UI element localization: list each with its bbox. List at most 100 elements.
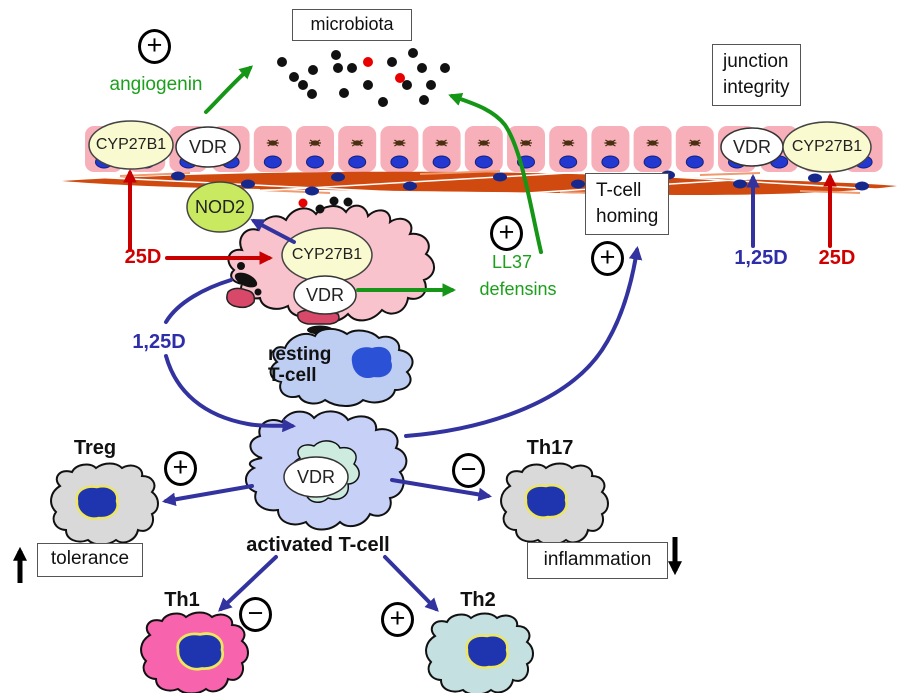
bacteria-icon [310, 140, 320, 146]
epithelial-cell [549, 126, 588, 172]
epithelial-nucleus [685, 155, 704, 169]
epithelial-cell [380, 126, 419, 172]
microbe-dot [347, 63, 357, 73]
microbe-dot [440, 63, 450, 73]
nod2-label: NOD2 [194, 197, 246, 217]
epithelial-nucleus [643, 155, 662, 169]
arrow-angiogenin-to-microbiota [204, 65, 254, 114]
th2-label: Th2 [460, 589, 496, 611]
ll37-label: LL37 [491, 252, 533, 272]
arrow-to-th1 [218, 555, 278, 612]
microbe-dot [289, 72, 299, 82]
th17-label: Th17 [526, 437, 574, 459]
resting-line2: T-cell [268, 365, 317, 386]
arrow-to-th17 [390, 478, 493, 502]
plus-sign-homing: + [591, 241, 624, 276]
homing-line: homing [596, 206, 659, 227]
microbe-dot [387, 57, 397, 67]
bacteria-icon [690, 140, 699, 146]
cyp27b1-ellipse-right [782, 121, 872, 173]
cyp27b1-dendritic-label: CYP27B1 [291, 246, 363, 263]
125d-right-label: 1,25D [734, 247, 788, 269]
125d-left-label: 1,25D [132, 331, 186, 353]
microbe-dot [277, 57, 287, 67]
vdr-ellipse-activated [283, 456, 349, 498]
microbe-dot [426, 80, 436, 90]
epithelial-nucleus [474, 155, 493, 169]
microbe-dot [343, 197, 353, 207]
activated-tcell [245, 410, 408, 531]
bacteria-icon [479, 140, 488, 146]
vdr-ellipse-dendritic [293, 275, 357, 315]
epithelial-cell [675, 126, 714, 172]
defensins-label: defensins [479, 279, 557, 299]
th17-cell [500, 462, 609, 546]
microbe-dot [402, 80, 412, 90]
epithelial-nucleus [390, 155, 409, 169]
microbe-dot [308, 65, 318, 75]
microbe-dot-red [395, 73, 405, 83]
integrity-line: integrity [723, 77, 790, 98]
25d-right-label: 25D [818, 247, 856, 269]
vdr-right-label: VDR [732, 137, 772, 157]
bacteria-icon [268, 140, 277, 146]
plus-sign-treg: + [164, 451, 197, 486]
plus-sign-angiogenin: + [138, 29, 171, 64]
arrow-to-nod2 [250, 219, 296, 244]
plus-sign-ll37: + [490, 216, 523, 251]
bacteria-icon [564, 140, 573, 146]
microbe-dot [339, 88, 349, 98]
epithelial-cell [633, 126, 672, 172]
microbe-dot [363, 80, 373, 90]
angiogenin-label: angiogenin [109, 74, 203, 95]
treg-label: Treg [73, 437, 117, 459]
capillary-band [62, 170, 897, 197]
junction-line: junction [723, 51, 789, 72]
epithelial-nucleus [559, 155, 578, 169]
epithelial-cell [338, 126, 377, 172]
vdr-dendritic-label: VDR [305, 285, 345, 305]
activated-tcell-label: activated T-cell [246, 534, 390, 556]
nod2-ellipse [186, 181, 254, 233]
arrows-layer [13, 65, 837, 612]
epithelial-nucleus [263, 155, 282, 169]
resting-tcell-label: resting T-cell [268, 344, 331, 386]
epithelial-cell [591, 126, 630, 172]
microbe-dot [307, 89, 317, 99]
resting-tcell [269, 328, 414, 407]
microbe-dot [329, 196, 339, 206]
epithelial-cell [422, 126, 461, 172]
resting-line1: resting [268, 344, 332, 365]
vdr-left-label: VDR [188, 137, 228, 157]
plus-sign-th2: + [381, 602, 414, 637]
th2-cell [425, 612, 534, 693]
tcell-line: T-cell [596, 180, 642, 201]
cyp27b1-left-label: CYP27B1 [95, 136, 167, 153]
epithelial-cell [464, 126, 503, 172]
microbe-dot [331, 50, 341, 60]
microbe-dot [417, 63, 427, 73]
bacteria-icon [353, 140, 362, 146]
microbiota-box: microbiota [292, 9, 412, 41]
bacteria-icon [395, 140, 404, 146]
microbe-dot-red [363, 57, 373, 67]
epithelial-cell [507, 126, 545, 172]
microbe-dot [408, 48, 418, 58]
minus-sign-th17: − [452, 453, 485, 488]
microbe-dot [333, 63, 343, 73]
epithelial-nucleus [432, 155, 451, 169]
bacteria-icon [648, 140, 657, 146]
cyp27b1-right-label: CYP27B1 [791, 138, 863, 155]
bacteria-icon [606, 140, 615, 146]
25d-left-label: 25D [124, 246, 162, 268]
arrow-to-treg [161, 484, 254, 507]
resting-tcell-nucleus [351, 346, 392, 379]
arrow-125d-to-activated-tcell [164, 354, 297, 433]
epithelial-cell [253, 126, 292, 172]
th1-cell [140, 611, 249, 693]
phagosome [234, 272, 258, 288]
vdr-ellipse-left [175, 126, 241, 168]
microbe-dot [315, 204, 325, 214]
bacteria-icon [437, 140, 446, 146]
